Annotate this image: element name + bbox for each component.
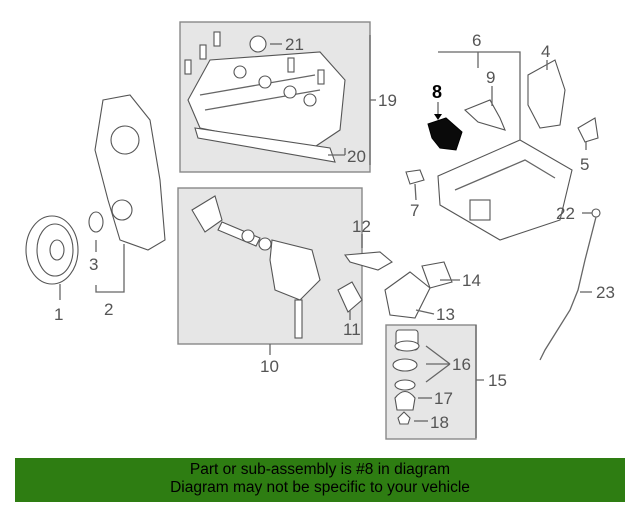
callout-21: 21	[285, 35, 304, 54]
banner-line-1: Part or sub-assembly is #8 in diagram	[189, 461, 451, 478]
part-12	[343, 251, 393, 271]
oil-filter-parts	[392, 329, 420, 425]
timing-cover	[94, 94, 166, 251]
bolts-top	[184, 31, 325, 85]
callout-12: 12	[352, 217, 371, 236]
callout-7: 7	[410, 201, 419, 220]
callout-17: 17	[434, 389, 453, 408]
callout-19: 19	[378, 91, 397, 110]
oil-pan	[437, 139, 573, 241]
callout-10: 10	[260, 357, 279, 376]
dipstick-tube	[539, 208, 601, 361]
crankshaft-pulley	[25, 215, 79, 285]
info-banner: Part or sub-assembly is #8 in diagram Di…	[15, 458, 625, 502]
part-8-highlighted	[427, 117, 463, 151]
valve-cover-gasket	[194, 127, 336, 163]
callout-2: 2	[104, 300, 113, 319]
callout-9: 9	[486, 68, 495, 87]
oil-pump-assembly	[191, 195, 321, 339]
callout-20: 20	[347, 147, 366, 166]
callout-15: 15	[488, 371, 507, 390]
part-9	[463, 99, 506, 131]
oil-filter-adapter	[384, 271, 431, 319]
callout-22: 22	[556, 204, 575, 223]
callout-18: 18	[430, 413, 449, 432]
callout-1: 1	[54, 305, 63, 324]
callout-14: 14	[462, 271, 481, 290]
valve-cover	[187, 35, 346, 151]
callout-3: 3	[89, 255, 98, 274]
front-seal	[88, 211, 104, 233]
callout-11: 11	[343, 320, 361, 339]
banner-line-2: Diagram may not be specific to your vehi…	[170, 479, 470, 496]
callout-8: 8	[432, 82, 442, 102]
callout-6: 6	[472, 31, 481, 50]
leader-lines	[59, 35, 592, 438]
callout-23: 23	[596, 283, 615, 302]
callout-16: 16	[452, 355, 471, 374]
part-5	[577, 117, 599, 143]
callout-4: 4	[541, 42, 550, 61]
part-14	[421, 261, 453, 289]
rear-cover	[527, 59, 566, 129]
callout-13: 13	[436, 305, 455, 324]
part-11	[337, 281, 363, 313]
part-7	[405, 169, 425, 185]
callout-5: 5	[580, 155, 589, 174]
